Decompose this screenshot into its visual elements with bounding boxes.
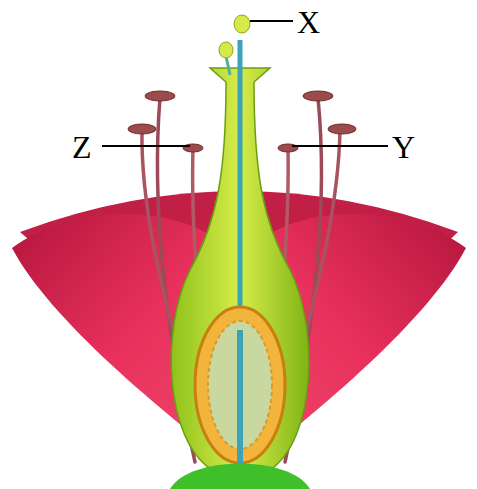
part-label: X — [297, 6, 320, 38]
leader-lines — [102, 21, 388, 146]
receptacle — [170, 464, 310, 489]
stigma — [219, 42, 233, 58]
part-label: Y — [392, 131, 415, 163]
part-label: Z — [72, 131, 92, 163]
stigma — [234, 15, 250, 33]
